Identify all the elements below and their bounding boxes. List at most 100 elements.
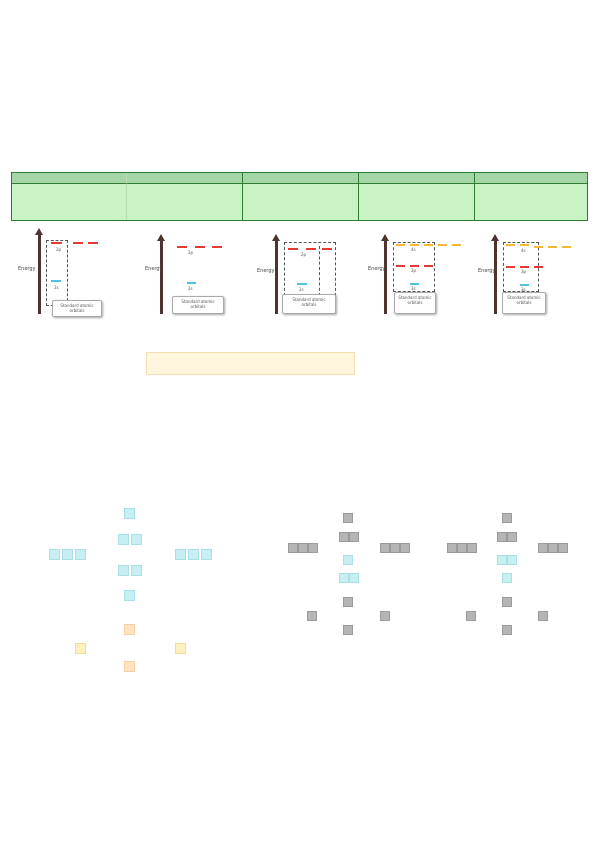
energy-axis-label: Energy xyxy=(18,266,36,272)
level-2p xyxy=(306,248,316,250)
tile xyxy=(380,543,390,553)
level-3p xyxy=(506,266,515,268)
caption-callout: Standard atomic orbitals xyxy=(394,292,436,314)
table-cell xyxy=(127,184,243,220)
tile xyxy=(558,543,568,553)
orbital-label-2p: 2p xyxy=(301,252,307,257)
level-4s xyxy=(562,246,571,248)
energy-axis-arrow xyxy=(272,234,280,314)
caption-callout: Standard atomic orbitals xyxy=(502,292,546,314)
energy-diagram-4: Energy 4s 3p 3s Standard atomic orbitals xyxy=(368,228,484,320)
tile xyxy=(124,508,135,519)
tile xyxy=(390,543,400,553)
tile xyxy=(175,643,186,654)
level-4s xyxy=(548,246,557,248)
tile xyxy=(497,532,507,542)
level-4s xyxy=(424,244,433,246)
level-4s xyxy=(520,244,529,246)
tile xyxy=(343,597,353,607)
highlight-strip xyxy=(146,352,355,375)
energy-axis-label: Energy xyxy=(145,266,163,272)
tile xyxy=(75,643,86,654)
tile xyxy=(124,590,135,601)
energy-axis-arrow xyxy=(491,234,499,314)
orbital-label-2s: 2s xyxy=(54,285,59,290)
level-2s xyxy=(297,283,307,285)
orbital-label-3s: 3s xyxy=(411,286,416,291)
energy-axis-label: Energy xyxy=(478,268,496,274)
tile xyxy=(298,543,308,553)
tile xyxy=(538,611,548,621)
level-3p xyxy=(534,266,543,268)
orbital-box xyxy=(393,242,435,292)
level-2p xyxy=(288,248,298,250)
orbital-label-2s: 2s xyxy=(188,286,193,291)
tile xyxy=(343,513,353,523)
tile xyxy=(307,611,317,621)
tile xyxy=(131,534,142,545)
tile xyxy=(49,549,60,560)
orbital-label-2p: 2p xyxy=(56,247,62,252)
tile xyxy=(62,549,73,560)
tile xyxy=(288,543,298,553)
comparison-table xyxy=(11,172,588,221)
energy-axis-arrow xyxy=(35,228,43,314)
level-2s xyxy=(51,280,61,282)
tile xyxy=(502,513,512,523)
energy-diagram-2: Energy 2p 2s Standard atomic orbitals xyxy=(145,228,260,320)
energy-diagram-5: Energy 4s 3p 3s Standard atomic orbitals xyxy=(478,228,594,320)
level-3p xyxy=(396,265,405,267)
orbital-label-3p: 3p xyxy=(521,269,527,274)
tile xyxy=(380,611,390,621)
tile xyxy=(467,543,477,553)
level-2p xyxy=(195,246,205,248)
orbital-label-2p: 2p xyxy=(188,250,194,255)
caption-callout: Standard atomic orbitals xyxy=(172,296,224,314)
tile xyxy=(131,565,142,576)
table-header-cell xyxy=(359,173,475,184)
level-4s xyxy=(534,246,543,248)
table-header-cell xyxy=(475,173,587,184)
tile xyxy=(188,549,199,560)
table-cell xyxy=(243,184,359,220)
tile xyxy=(502,625,512,635)
level-2p xyxy=(322,248,332,250)
level-2p xyxy=(212,246,222,248)
energy-diagram-3: Energy 2p 2s Standard atomic orbitals xyxy=(257,228,375,320)
box-divider xyxy=(319,246,336,296)
tile xyxy=(75,549,86,560)
tile xyxy=(339,573,349,583)
table-header-cell xyxy=(12,173,127,184)
level-3s xyxy=(410,283,419,285)
table-cell xyxy=(12,184,127,220)
tile xyxy=(502,573,512,583)
tile xyxy=(118,534,129,545)
energy-axis-label: Energy xyxy=(257,268,275,274)
level-4s xyxy=(506,244,515,246)
energy-axis-arrow xyxy=(157,234,165,314)
tile xyxy=(308,543,318,553)
tile xyxy=(507,532,517,542)
orbital-label-4s: 4s xyxy=(411,247,416,252)
energy-diagram-1: Energy 2p 2s Standard atomic orbitals xyxy=(18,228,138,320)
tile xyxy=(339,532,349,542)
table-cell xyxy=(475,184,587,220)
tile xyxy=(124,661,135,672)
tile xyxy=(343,625,353,635)
level-3p xyxy=(410,265,419,267)
tile xyxy=(349,573,359,583)
tile xyxy=(507,555,517,565)
table-cell xyxy=(359,184,475,220)
orbital-label-3p: 3p xyxy=(411,268,417,273)
orbital-label-4s: 4s xyxy=(521,248,526,253)
level-4s xyxy=(438,244,447,246)
level-4s xyxy=(452,244,461,246)
caption-callout: Standard atomic orbitals xyxy=(282,294,336,314)
tile xyxy=(349,532,359,542)
level-2p xyxy=(88,242,98,244)
tile xyxy=(457,543,467,553)
tile xyxy=(175,549,186,560)
level-3s xyxy=(520,284,529,286)
level-2p xyxy=(73,242,83,244)
level-2p xyxy=(177,246,187,248)
